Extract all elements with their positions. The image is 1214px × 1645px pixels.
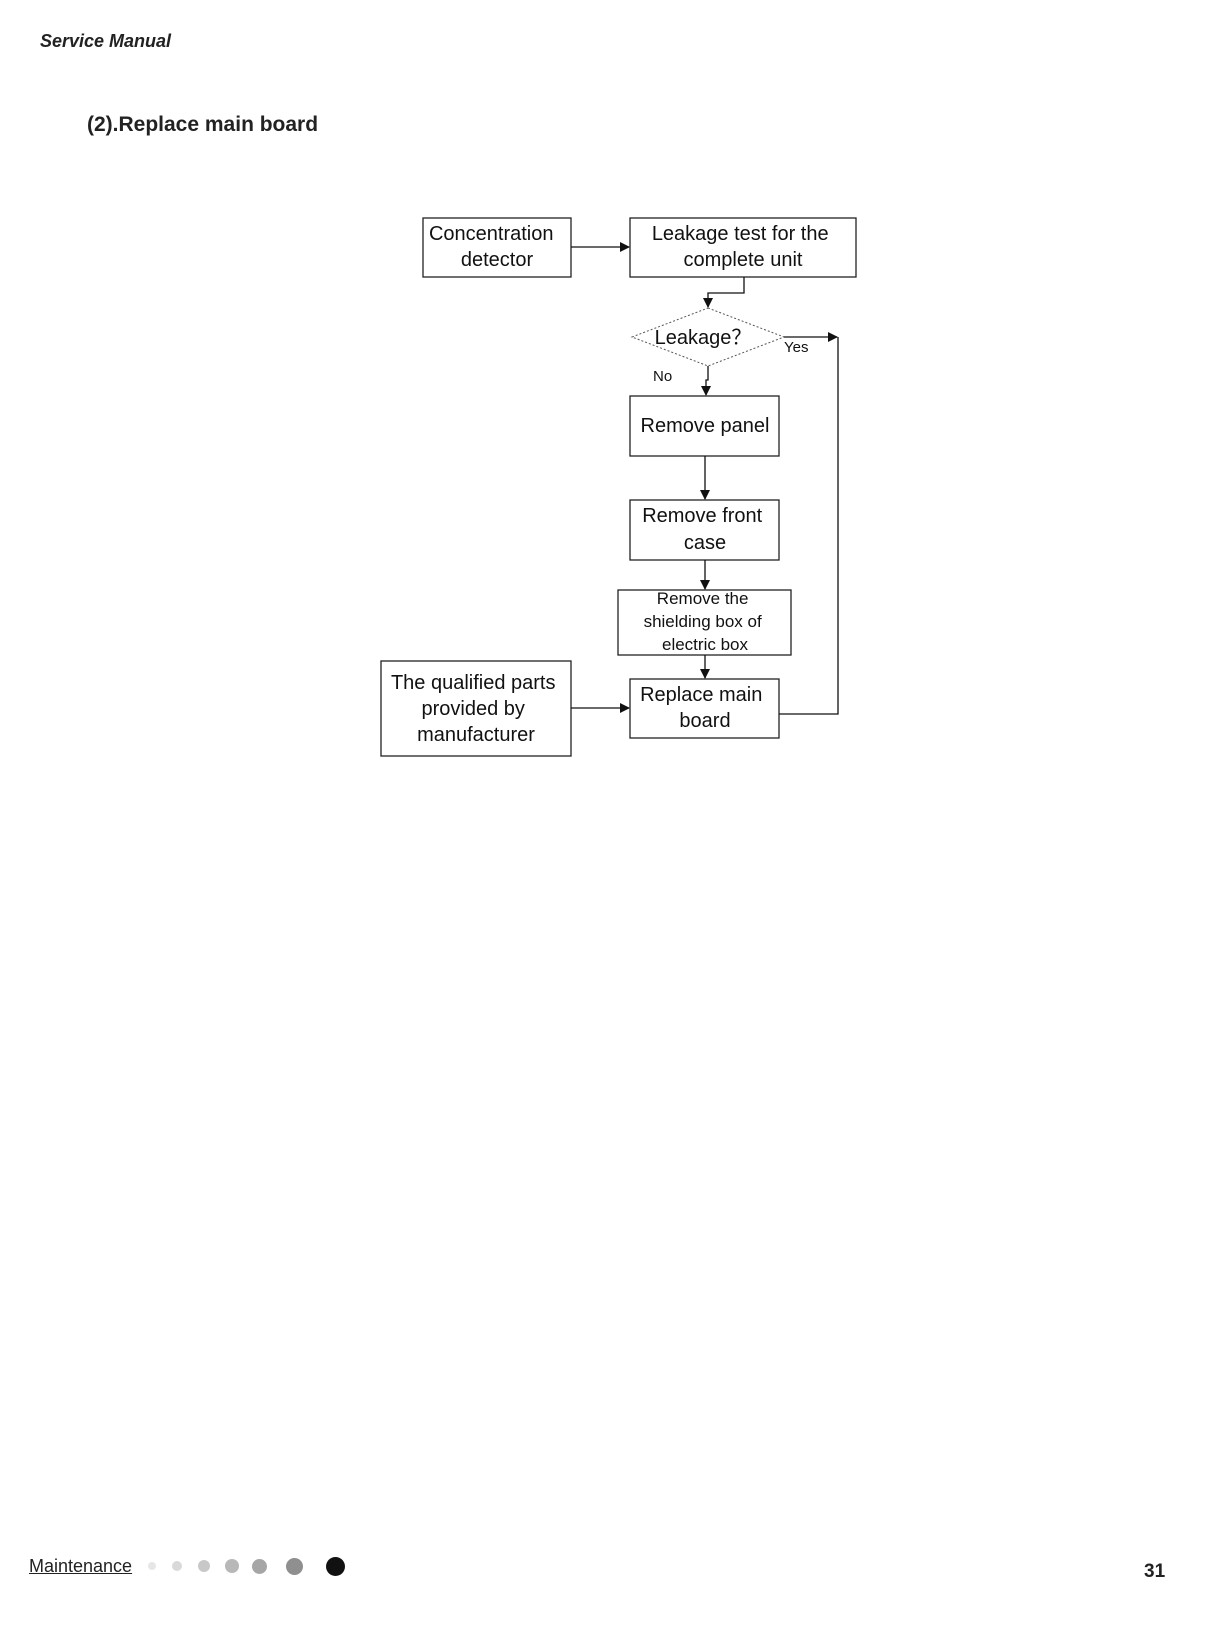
replace-main-board-text: Replace main board [640,684,768,732]
arrow-diamond-to-panel [706,366,708,395]
progress-dot [225,1559,239,1573]
qualified-parts-text: The qualified parts provided by manufact… [391,672,561,746]
progress-dot [326,1557,345,1576]
progress-dot [148,1562,156,1570]
arrow-test-to-diamond [708,277,744,307]
leakage-test-text: Leakage test for the complete unit [652,223,834,271]
remove-front-case-text: Remove front case [642,505,768,554]
progress-dot [198,1560,210,1572]
concentration-detector-text: Concentration detector [429,223,559,271]
progress-dot [252,1559,267,1574]
remove-panel-text: Remove panel [641,415,770,437]
remove-shielding-text: Remove the shielding box of electric box [644,589,767,654]
footer-maintenance-link[interactable]: Maintenance [29,1556,132,1577]
loop-replace-to-diamond [779,337,838,714]
page-number: 31 [1144,1561,1165,1583]
yes-label: Yes [784,339,808,356]
leakage-question-text: Leakage？ [655,327,752,349]
progress-dot [286,1558,303,1575]
progress-dot [172,1561,182,1571]
flowchart: Concentration detector Leakage test for … [0,0,1214,800]
no-label: No [653,368,672,385]
